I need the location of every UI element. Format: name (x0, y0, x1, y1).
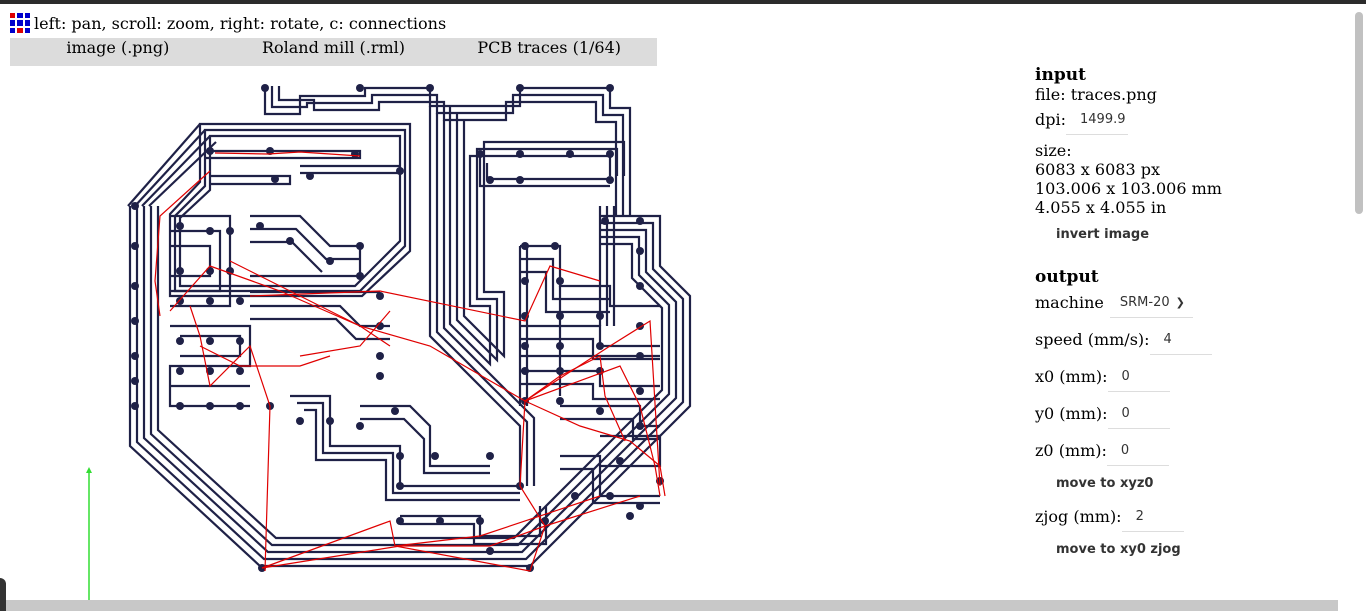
invert-image-button[interactable]: invert image (1056, 227, 1150, 242)
status-text: left: pan, scroll: zoom, right: rotate, … (34, 13, 447, 33)
y0-label: y0 (mm): (1035, 404, 1108, 423)
y-axis-arrow (86, 467, 92, 473)
status-bar: left: pan, scroll: zoom, right: rotate, … (10, 12, 446, 34)
tab-image-png[interactable]: image (.png) (66, 38, 170, 57)
x0-input[interactable] (1107, 361, 1170, 392)
input-file: file: traces.png (1035, 85, 1157, 104)
dpi-label: dpi: (1035, 110, 1066, 129)
speed-input[interactable] (1149, 324, 1212, 355)
y0-input[interactable] (1107, 398, 1170, 429)
dpi-input[interactable] (1066, 104, 1128, 135)
window-top-edge (0, 0, 1366, 4)
left-edge-handle (0, 578, 6, 611)
machine-select[interactable]: SRM-20 ❯ (1109, 287, 1193, 318)
connection-lines (154, 151, 666, 572)
output-section-title: output (1035, 267, 1099, 287)
mods-grid-icon[interactable] (10, 13, 30, 33)
vertical-scrollbar[interactable] (1352, 4, 1366, 611)
size-in: 4.055 x 4.055 in (1035, 198, 1167, 217)
chevron-down-icon: ❯ (1175, 295, 1185, 309)
toolpath-traces (127, 86, 692, 568)
size-label: size: (1035, 141, 1072, 160)
x0-label: x0 (mm): (1035, 367, 1108, 386)
vertical-scrollbar-thumb[interactable] (1355, 12, 1363, 214)
machine-select-value: SRM-20 (1119, 294, 1170, 310)
z0-label: z0 (mm): (1035, 441, 1107, 460)
z0-input[interactable] (1106, 435, 1169, 466)
input-section-title: input (1035, 65, 1086, 85)
zjog-label: zjog (mm): (1035, 507, 1122, 526)
tab-roland-mill[interactable]: Roland mill (.rml) (261, 38, 406, 57)
speed-label: speed (mm/s): (1035, 330, 1150, 349)
settings-panel: input file: traces.png dpi: size: 6083 x… (1035, 65, 1335, 558)
move-to-xyz0-button[interactable]: move to xyz0 (1056, 476, 1154, 491)
size-mm: 103.006 x 103.006 mm (1035, 179, 1222, 198)
zjog-input[interactable] (1121, 501, 1184, 532)
horizontal-scrollbar[interactable] (0, 600, 1338, 611)
toolpath-canvas[interactable] (0, 66, 1000, 601)
size-px: 6083 x 6083 px (1035, 160, 1160, 179)
module-tab-bar: image (.png) Roland mill (.rml) PCB trac… (10, 38, 657, 66)
tab-pcb-traces[interactable]: PCB traces (1/64) (477, 38, 621, 57)
move-to-xy0-zjog-button[interactable]: move to xy0 zjog (1056, 542, 1181, 557)
machine-label: machine (1035, 293, 1104, 312)
